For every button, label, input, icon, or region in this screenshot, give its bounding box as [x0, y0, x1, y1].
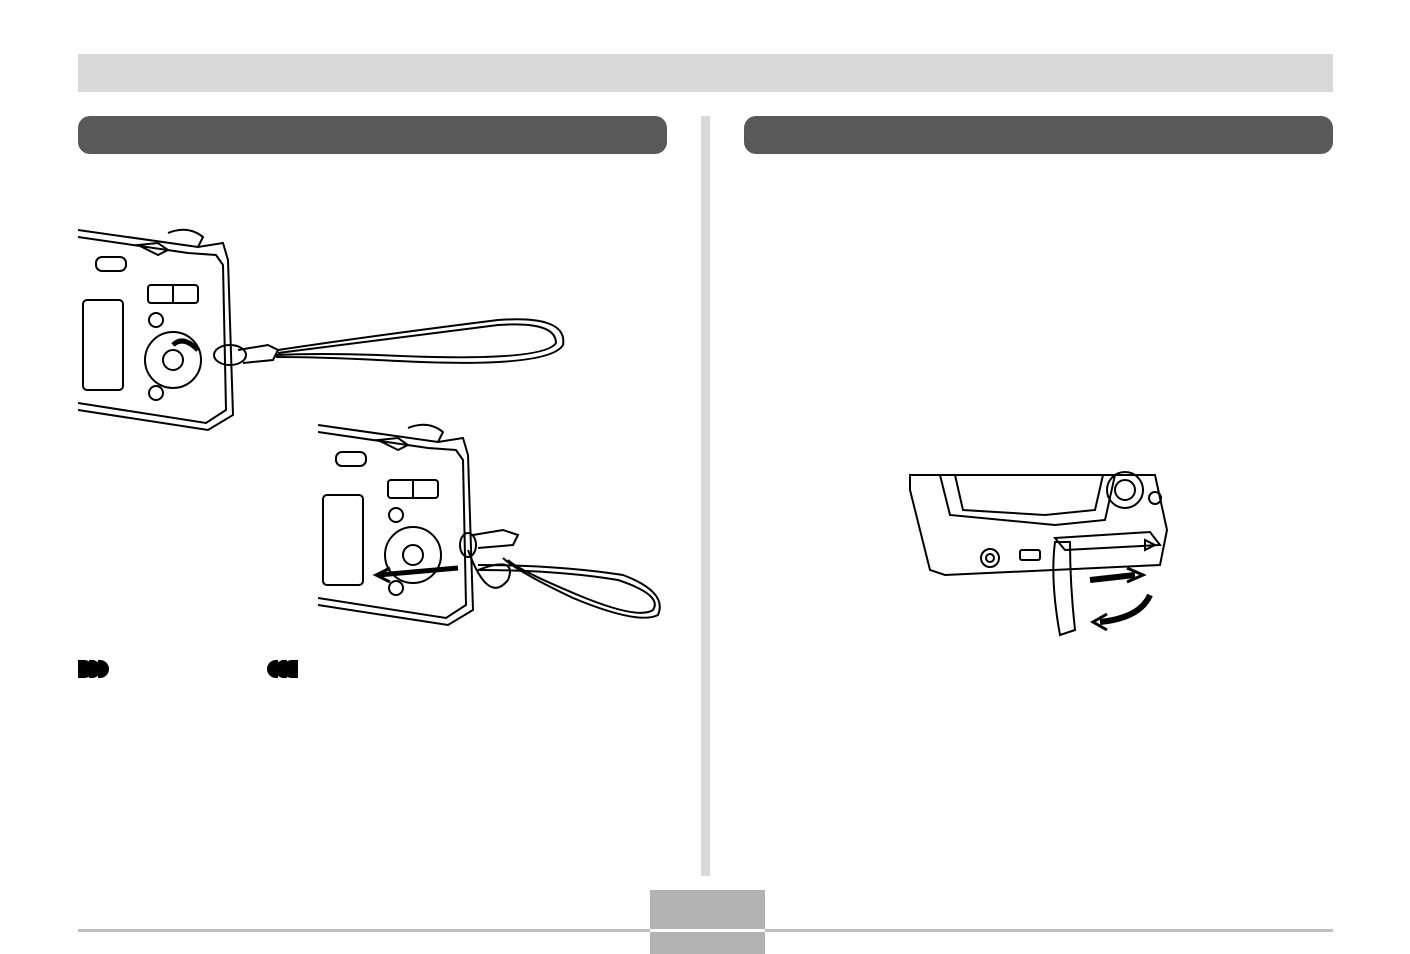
section-title-battery [744, 125, 762, 145]
note-start-marker-icon [78, 660, 109, 678]
camera-strap-illustration-2 [318, 423, 661, 627]
note-end-marker-icon [267, 660, 298, 678]
footer-rule-right [765, 929, 1333, 932]
section-header-battery [744, 116, 1333, 154]
section-title-strap [78, 125, 96, 145]
battery-cover-illustration [909, 471, 1169, 637]
section-header-strap [78, 116, 667, 154]
camera-strap-illustration-1 [78, 228, 565, 432]
column-divider [701, 116, 710, 876]
page-number-tab [650, 890, 765, 954]
page-header-bar [78, 54, 1333, 92]
footer-rule-left [78, 929, 650, 932]
page-tab-separator [650, 929, 765, 932]
